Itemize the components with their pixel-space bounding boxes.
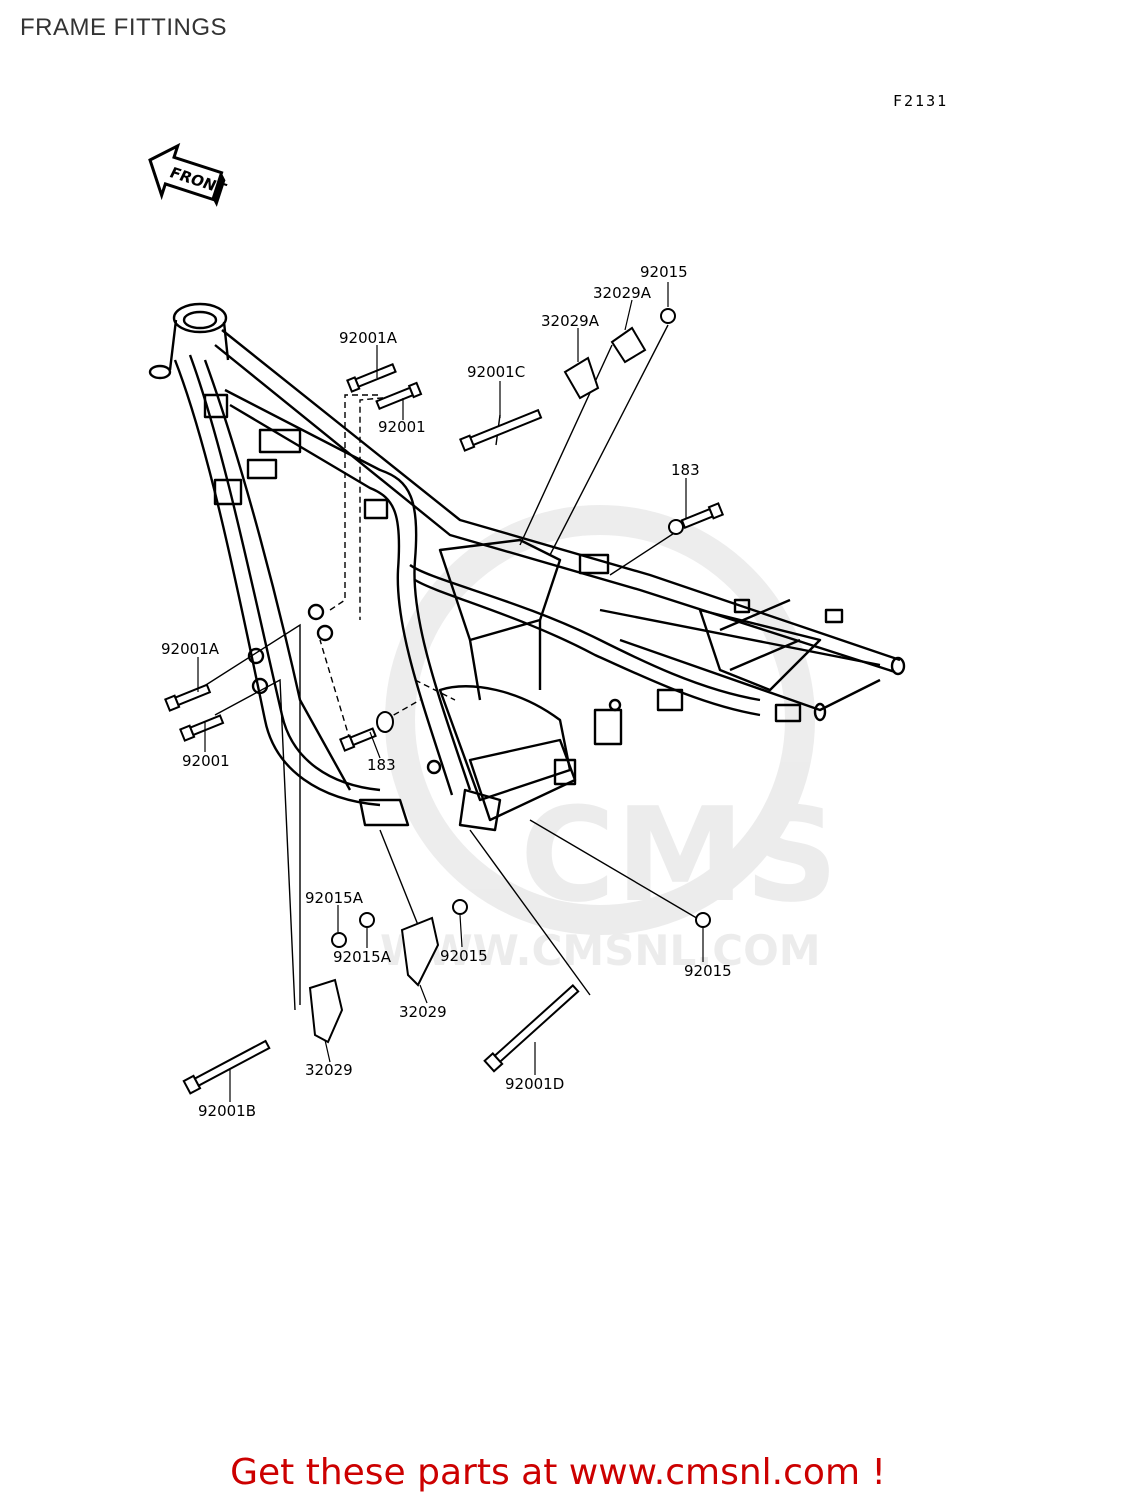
part-label: 92001 [182,752,230,770]
nut-92015-lower-1 [452,899,468,915]
watermark: CMS WWW.CMSNL.COM [380,505,838,975]
part-label: 92015A [333,948,392,966]
watermark-brand: CMS [520,779,838,931]
leader-lines [197,324,701,1011]
part-labels: 92015 32029A 32029A 92001A 92001C 92001 … [161,263,732,1120]
nut-92015a-1 [331,932,347,948]
footer-shop-link-text: Get these parts at www.cmsnl.com ! [230,1452,886,1493]
bolt-92001c [459,408,543,452]
bolt-92001a-top [346,363,397,393]
part-label: 92015 [684,962,732,980]
part-label: 92001B [198,1102,256,1120]
part-label: 92001 [378,418,426,436]
bracket-32029a-2 [610,326,647,364]
part-label: 92001A [161,640,220,658]
part-label: 92015 [440,947,488,965]
part-label: 92015A [305,889,364,907]
bolt-92001-top [375,381,423,411]
fasteners [164,308,725,1095]
label-leaders [197,282,704,1102]
bolt-92001-left [179,714,225,742]
nut-92015-top [660,308,676,324]
bracket-32029-1 [400,916,440,987]
footer-shop-link[interactable]: Get these parts at www.cmsnl.com ! [0,1452,1146,1493]
part-label: 92015 [640,263,688,281]
nut-92015-lower-2 [695,912,711,928]
part-label: 183 [367,756,396,774]
bolt-92001a-left [164,683,212,712]
bolt-92001d [483,984,580,1073]
bolt-183-upper [668,502,725,535]
frame-diagram: CMS WWW.CMSNL.COM FRONT [148,142,906,1120]
part-label: 92001D [505,1075,564,1093]
part-label: 92001C [467,363,525,381]
bracket-32029-2 [308,978,344,1044]
nut-92015a-2 [359,912,375,928]
part-label: 183 [671,461,700,479]
bracket-32029a-1 [563,356,600,400]
motorcycle-frame [148,302,906,832]
figure-code: F2131 [893,92,949,110]
page-title: FRAME FITTINGS [20,14,227,41]
front-arrow-icon: FRONT [148,142,230,207]
watermark-url: WWW.CMSNL.COM [380,926,821,975]
washer-183-lower [376,711,394,733]
part-label: 32029 [399,1003,447,1021]
bolt-92001b [182,1039,271,1095]
part-label: 32029A [541,312,600,330]
bolt-183-lower [339,727,377,752]
part-label: 32029A [593,284,652,302]
part-label: 92001A [339,329,398,347]
part-label: 32029 [305,1061,353,1079]
